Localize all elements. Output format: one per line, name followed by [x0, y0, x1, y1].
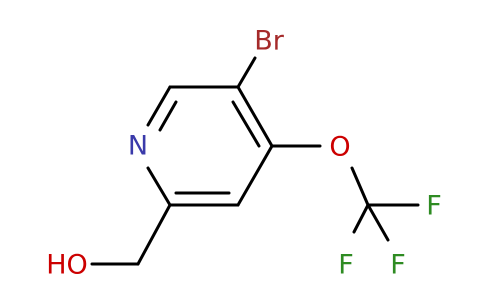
bond-cf3-f2	[352, 203, 370, 234]
bond-c5-c4	[236, 85, 274, 148]
bond-c2-ch2	[136, 203, 172, 266]
bond-cf3-f3	[366, 203, 390, 242]
bond-n-c6	[146, 85, 172, 127]
atom-n: N	[128, 131, 148, 162]
atom-o: O	[329, 132, 350, 163]
atom-f-right: F	[426, 191, 442, 222]
bond-o-cf3	[350, 166, 370, 207]
bond-c4-c3	[236, 144, 274, 207]
atom-f-lower-left: F	[338, 250, 354, 281]
bond-c5-br	[236, 56, 257, 89]
atom-br: Br	[254, 26, 285, 57]
bond-c5-c4-inner	[231, 100, 261, 148]
bond-n-c6-inner	[158, 100, 178, 132]
atom-hydroxyl: HO	[46, 250, 88, 281]
bonds	[90, 56, 420, 266]
atom-f-lower-right: F	[390, 250, 406, 281]
bond-c2-n	[146, 166, 172, 207]
